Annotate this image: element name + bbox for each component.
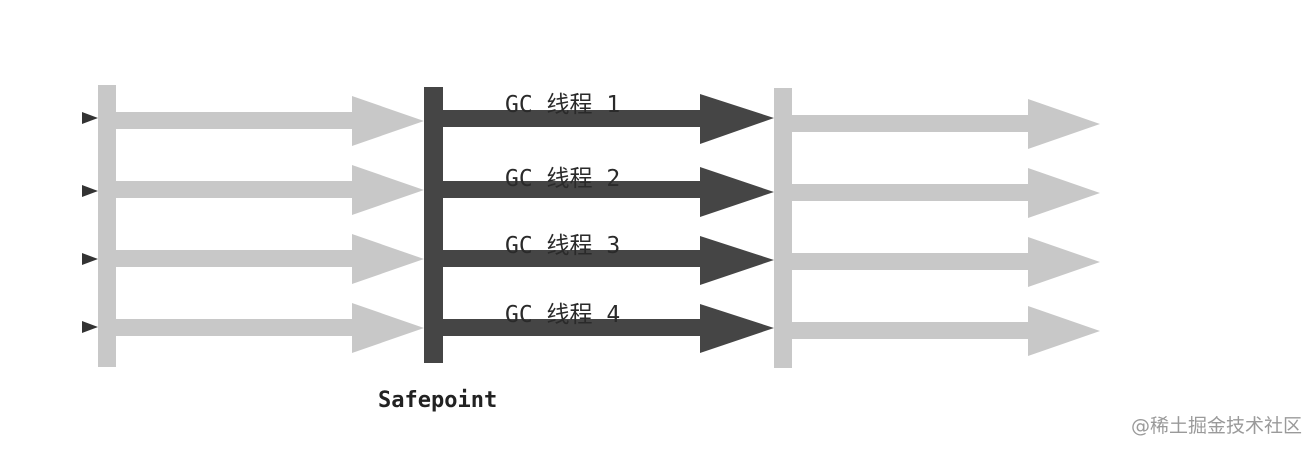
safepoint-bar bbox=[424, 87, 443, 363]
user-threads-after bbox=[792, 99, 1100, 356]
user-thread-arrow-after-2 bbox=[792, 168, 1100, 218]
user-thread-arrow-before-4 bbox=[116, 303, 424, 353]
user-threads-before bbox=[116, 96, 424, 353]
user-thread-arrow-before-2 bbox=[116, 165, 424, 215]
gc-thread-arrow-4 bbox=[443, 304, 774, 353]
user-thread-arrow-after-4 bbox=[792, 306, 1100, 356]
gc-threads bbox=[443, 94, 774, 353]
gc-thread-arrow-1 bbox=[443, 94, 774, 144]
user-thread-arrow-before-3 bbox=[116, 234, 424, 284]
user-thread-arrow-after-3 bbox=[792, 237, 1100, 287]
incoming-arrow-head-4 bbox=[82, 321, 98, 333]
safepoint-label: Safepoint bbox=[378, 388, 497, 413]
left-barrier bbox=[98, 85, 116, 367]
user-thread-arrow-before-1 bbox=[116, 96, 424, 146]
user-thread-arrow-after-1 bbox=[792, 99, 1100, 149]
watermark: @稀土掘金技术社区 bbox=[1130, 415, 1302, 437]
incoming-arrow-head-1 bbox=[82, 112, 98, 124]
gc-thread-arrow-3 bbox=[443, 236, 774, 285]
incoming-arrow-head-3 bbox=[82, 253, 98, 265]
incoming-arrow-heads bbox=[82, 112, 98, 333]
gc-thread-arrow-2 bbox=[443, 167, 774, 217]
right-barrier bbox=[774, 88, 792, 368]
incoming-arrow-head-2 bbox=[82, 185, 98, 197]
gc-thread-label-4: GC 线程 4 bbox=[505, 302, 620, 328]
gc-thread-label-1: GC 线程 1 bbox=[505, 92, 620, 118]
gc-thread-label-2: GC 线程 2 bbox=[505, 166, 620, 192]
gc-thread-label-3: GC 线程 3 bbox=[505, 233, 620, 259]
